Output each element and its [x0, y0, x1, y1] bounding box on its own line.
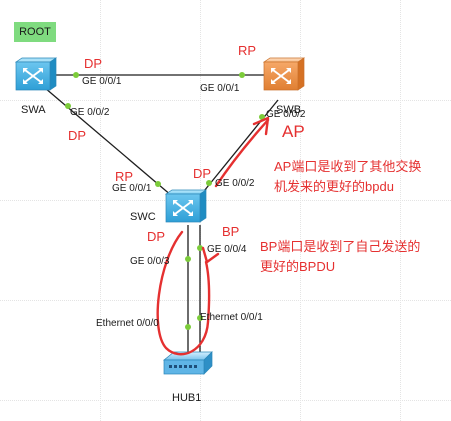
port-dot-swc-g003 — [185, 256, 191, 262]
role-swc-g004: BP — [222, 224, 240, 239]
port-dot-hub-e000 — [185, 324, 191, 330]
device-label-swa: SWA — [21, 104, 46, 116]
role-swb-g001: RP — [238, 43, 257, 58]
switch-swa-icon[interactable] — [14, 57, 58, 91]
port-label-swa-g002: GE 0/0/2 — [70, 107, 110, 118]
port-dot-hub-e001 — [197, 315, 203, 321]
role-swc-g003: DP — [147, 229, 166, 244]
grid-line — [0, 100, 451, 101]
role-swc-g002: DP — [193, 166, 212, 181]
port-label-swb-g001: GE 0/0/1 — [200, 83, 240, 94]
link-swa-swc — [44, 87, 173, 197]
ap-note-line2: 机发来的更好的bpdu — [274, 179, 394, 194]
bp-note-line1: BP端口是收到了自己发送的 — [260, 239, 421, 254]
ap-bpdu-arrow — [214, 116, 270, 188]
device-label-hub: HUB1 — [172, 392, 202, 404]
port-label-swc-g002: GE 0/0/2 — [215, 178, 255, 189]
grid-line — [300, 0, 301, 421]
hub-icon[interactable] — [163, 351, 213, 375]
grid-line — [0, 400, 451, 401]
grid-line — [400, 0, 401, 421]
role-swa-g002: DP — [68, 128, 87, 143]
device-label-swb: SWB — [276, 104, 302, 116]
link-swb-swc — [199, 99, 279, 197]
port-dot-swc-g004 — [197, 245, 203, 251]
port-status-dots — [65, 72, 265, 330]
port-label-swc-g001: GE 0/0/1 — [112, 183, 152, 194]
port-label-hub-e001: Ethernet 0/0/1 — [200, 312, 263, 323]
bp-note-line2: 更好的BPDU — [260, 259, 336, 274]
bp-bpdu-loop — [156, 230, 220, 356]
grid-line — [100, 0, 101, 421]
port-dot-swc-g002 — [206, 180, 212, 186]
root-badge: ROOT — [14, 22, 56, 42]
annotation-strokes — [156, 116, 270, 356]
switch-swc-icon[interactable] — [164, 189, 208, 223]
grid-line — [0, 300, 451, 301]
switch-swb-icon[interactable] — [262, 57, 306, 91]
role-swb-g002: AP — [282, 122, 305, 141]
port-label-hub-e000: Ethernet 0/0/0 — [96, 318, 159, 329]
port-dot-swb-g002 — [259, 114, 265, 120]
port-label-swb-g002: GE 0/0/2 — [266, 109, 306, 120]
port-label-swc-g003: GE 0/0/3 — [130, 256, 170, 267]
device-label-swc: SWC — [130, 211, 156, 223]
port-dot-swb-g001 — [239, 72, 245, 78]
ap-note-line1: AP端口是收到了其他交换 — [274, 159, 422, 174]
port-label-swc-g004: GE 0/0/4 — [207, 244, 247, 255]
role-swa-g001: DP — [84, 56, 103, 71]
port-dot-swa-g001 — [73, 72, 79, 78]
port-dot-swc-g001 — [155, 181, 161, 187]
grid-line — [0, 200, 451, 201]
port-dot-swa-g002 — [65, 103, 71, 109]
role-swc-g001: RP — [115, 169, 134, 184]
port-label-swa-g001: GE 0/0/1 — [82, 76, 122, 87]
